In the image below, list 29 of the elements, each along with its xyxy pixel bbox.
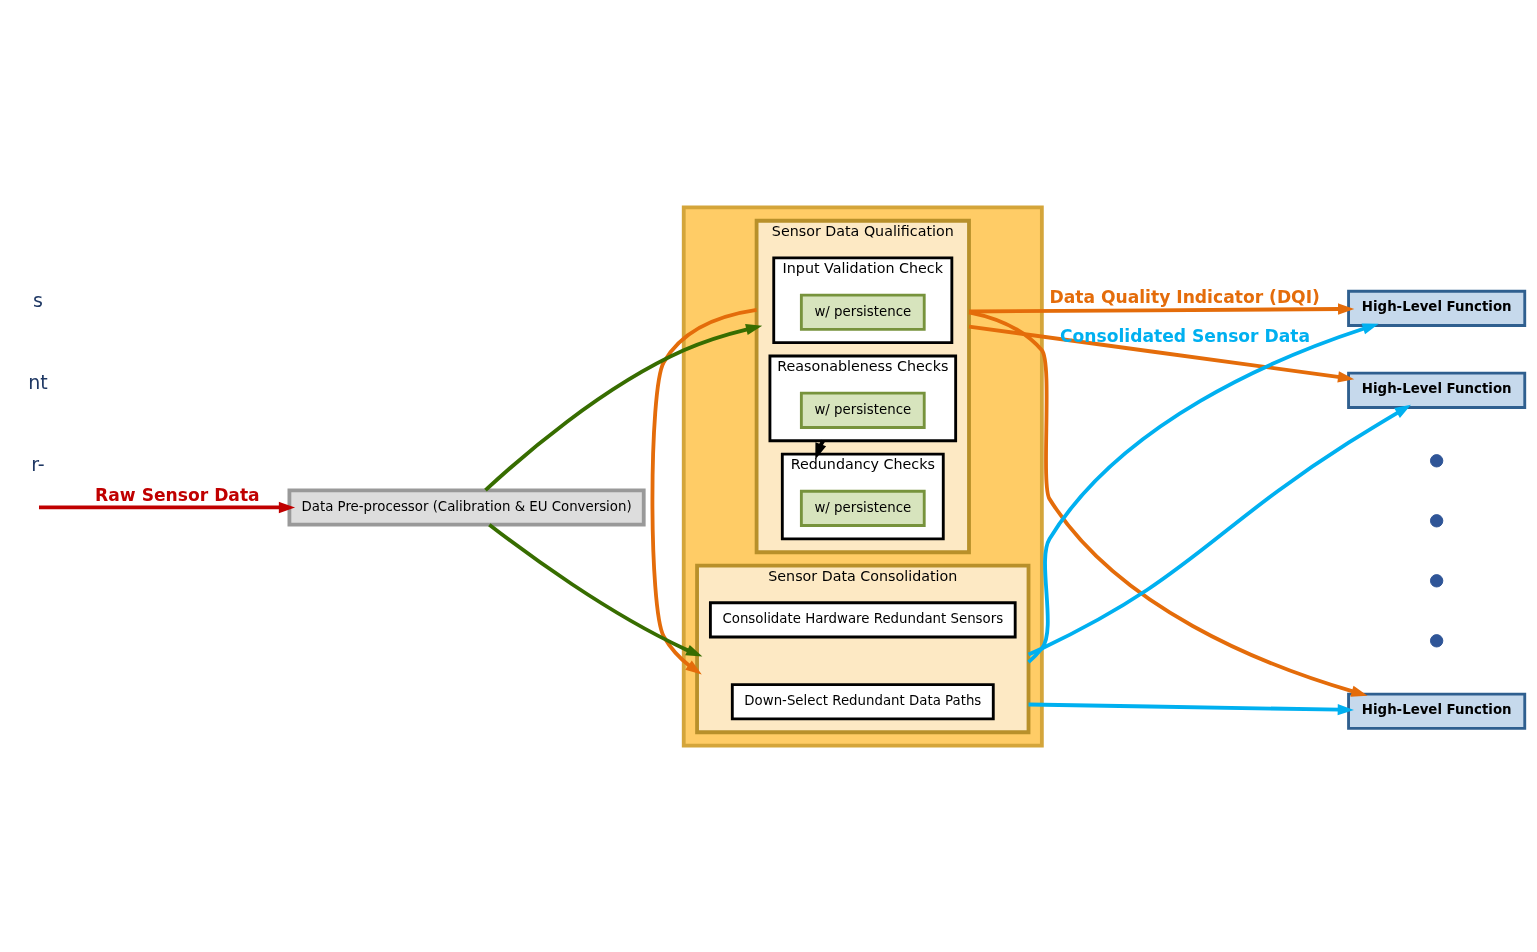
- arrow: [488, 522, 703, 657]
- node-box: High-Level Function: [1347, 289, 1527, 327]
- label: r-: [31, 452, 45, 475]
- edge-label: Consolidated Sensor Data: [1059, 325, 1311, 346]
- node-box: w/ persistence: [799, 293, 926, 331]
- cluster: [681, 205, 1044, 747]
- node-circle: [1430, 513, 1444, 527]
- label: s: [33, 288, 43, 311]
- node-box: High-Level Function: [1347, 371, 1527, 409]
- node-circle: [1430, 453, 1444, 467]
- node-box: Data Pre-processor (Calibration & EU Conversion): [287, 487, 646, 526]
- edge-label: Data Quality Indicator (DQI): [1049, 286, 1320, 307]
- arrow: [39, 501, 296, 513]
- node-box: w/ persistence: [799, 489, 926, 527]
- arrow: [1027, 404, 1411, 656]
- arrow: [650, 307, 757, 675]
- node-box: High-Level Function: [1347, 692, 1527, 730]
- edge-label: Raw Sensor Data: [95, 484, 260, 505]
- arrow: [968, 324, 1355, 383]
- node-circle: [1430, 633, 1444, 647]
- arrow: [1028, 702, 1354, 715]
- label: nt: [28, 370, 48, 393]
- node-circle: [1430, 573, 1444, 587]
- node-box: w/ persistence: [799, 391, 926, 429]
- arrow: [968, 302, 1355, 315]
- arrow: [1027, 322, 1379, 664]
- arrow: [484, 323, 763, 492]
- node-box: Down-Select Redundant Data Paths: [730, 682, 995, 720]
- node-box: Consolidate Hardware Redundant Sensors: [708, 600, 1017, 638]
